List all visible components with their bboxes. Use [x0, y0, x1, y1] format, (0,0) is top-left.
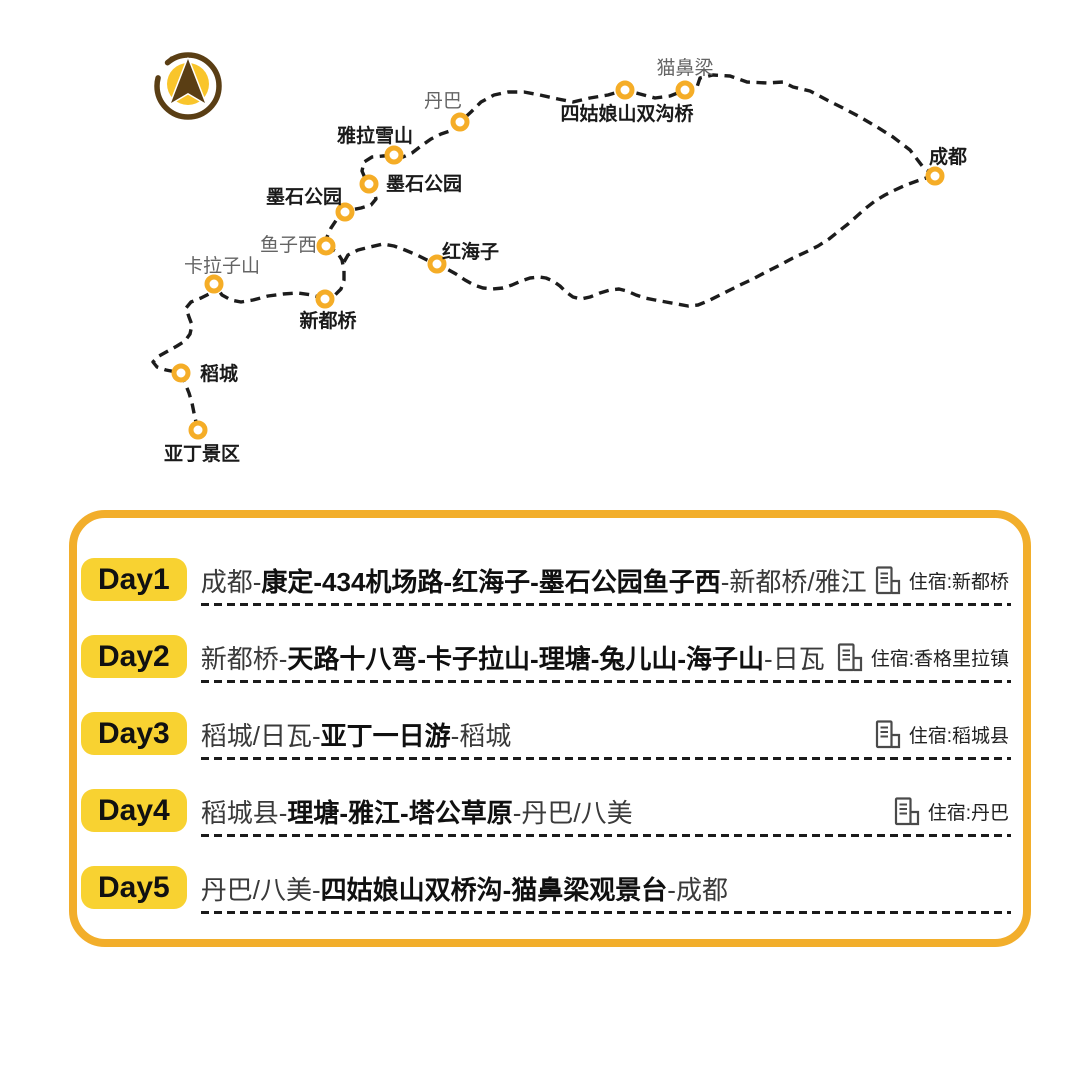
map-label: 墨石公园 — [266, 186, 342, 208]
route-segment: 亚丁一日游 — [320, 721, 451, 751]
day-content: 稻城/日瓦-亚丁一日游-稻城 住宿:稻城县 — [200, 712, 1011, 760]
day-content: 稻城县-理塘-雅江-塔公草原-丹巴/八美 住宿:丹巴 — [200, 789, 1011, 837]
route-dashed-path — [151, 282, 326, 431]
map-label: 红海子 — [442, 240, 499, 263]
waypoint-marker — [188, 420, 208, 440]
lodging: 住宿:稻城县 — [875, 720, 1011, 749]
map-label: 亚丁景区 — [164, 443, 240, 465]
building-icon — [837, 643, 862, 672]
logo-ring — [154, 52, 222, 120]
day-content: 新都桥-天路十八弯-卡子拉山-理塘-兔儿山-海子山-日瓦 住宿:香格里拉镇 — [200, 635, 1011, 683]
logo-ring-dot — [169, 56, 175, 62]
route-segment: 稻城/日瓦- — [200, 721, 321, 751]
itinerary-row: Day1 成都-康定-434机场路-红海子-墨石公园鱼子西-新都桥/雅江 住宿:新都… — [81, 558, 1011, 635]
lodging-text: 住宿:丹巴 — [927, 803, 1009, 824]
dashed-separator — [200, 757, 1011, 760]
route-segment: 理塘-雅江-塔公草原 — [287, 798, 513, 828]
waypoint-marker — [427, 254, 447, 274]
waypoint-marker — [615, 80, 635, 100]
map-label: 四姑娘山双沟桥 — [560, 102, 694, 125]
map-label: 卡拉子山 — [184, 255, 260, 277]
map-label: 新都桥 — [299, 309, 357, 332]
day-route-text: 丹巴/八美-四姑娘山双桥沟-猫鼻梁观景台-成都 — [201, 870, 728, 907]
route-dashed-path — [324, 73, 937, 247]
building-icon — [875, 720, 900, 749]
waypoint-marker — [359, 174, 379, 194]
lodging: 住宿:香格里拉镇 — [837, 643, 1011, 672]
map-label: 成都 — [929, 145, 967, 168]
route-segment: 四姑娘山双桥沟-猫鼻梁观景台 — [320, 875, 668, 905]
route-map: 成都猫鼻梁四姑娘山双沟桥丹巴雅拉雪山墨石公园墨石公园鱼子西红海子卡拉子山新都桥稻… — [151, 52, 967, 465]
map-label: 鱼子西 — [260, 234, 317, 256]
itinerary-row: Day4 稻城县-理塘-雅江-塔公草原-丹巴/八美 住宿:丹巴 — [81, 789, 1011, 866]
itinerary-card: Day1 成都-康定-434机场路-红海子-墨石公园鱼子西-新都桥/雅江 住宿:新都… — [69, 510, 1031, 947]
route-segment: 丹巴/八美- — [200, 875, 321, 905]
dashed-separator — [200, 680, 1011, 683]
day-content: 成都-康定-434机场路-红海子-墨石公园鱼子西-新都桥/雅江 住宿:新都桥 — [200, 558, 1011, 606]
map-label: 墨石公园 — [386, 173, 462, 195]
dashed-separator — [200, 603, 1011, 606]
route-segment: 康定-434机场路-红海子-墨石公园鱼子西 — [261, 567, 721, 597]
day-content: 丹巴/八美-四姑娘山双桥沟-猫鼻梁观景台-成都 — [200, 866, 1011, 914]
day-badge: Day1 — [81, 558, 187, 601]
route-segment: 新都桥- — [200, 644, 288, 674]
itinerary-rows: Day1 成都-康定-434机场路-红海子-墨石公园鱼子西-新都桥/雅江 住宿:新都… — [77, 518, 1023, 943]
itinerary-row: Day3 稻城/日瓦-亚丁一日游-稻城 住宿:稻城县 — [81, 712, 1011, 789]
waypoint-marker — [384, 145, 404, 165]
route-dashed-path — [342, 174, 936, 308]
day-line: 成都-康定-434机场路-红海子-墨石公园鱼子西-新都桥/雅江 住宿:新都桥 — [201, 558, 1011, 603]
waypoint-marker — [315, 289, 335, 309]
route-dashed-path — [324, 244, 346, 301]
day-route-text: 稻城/日瓦-亚丁一日游-稻城 — [201, 716, 512, 753]
route-segment: 稻城县- — [200, 798, 288, 828]
lodging-text: 住宿:香格里拉镇 — [870, 649, 1009, 670]
map-label: 丹巴 — [424, 91, 462, 112]
day-badge: Day4 — [81, 789, 187, 832]
lodging-text: 住宿:新都桥 — [908, 572, 1009, 593]
map-label: 雅拉雪山 — [337, 124, 413, 147]
building-icon — [875, 566, 900, 595]
day-line: 稻城/日瓦-亚丁一日游-稻城 住宿:稻城县 — [201, 712, 1011, 757]
route-segment: -丹巴/八美 — [512, 798, 633, 828]
route-segment: -新都桥/雅江 — [720, 567, 867, 597]
itinerary-row: Day2 新都桥-天路十八弯-卡子拉山-理塘-兔儿山-海子山-日瓦 住宿:香格里拉镇 — [81, 635, 1011, 712]
lodging: 住宿:新都桥 — [875, 566, 1011, 595]
day-badge: Day2 — [81, 635, 187, 678]
map-label: 猫鼻梁 — [656, 57, 713, 79]
map-label: 稻城 — [200, 362, 238, 385]
day-route-text: 成都-康定-434机场路-红海子-墨石公园鱼子西-新都桥/雅江 — [201, 562, 867, 599]
waypoint-marker — [316, 236, 336, 256]
route-segment: -日瓦 — [764, 644, 825, 674]
waypoint-marker — [925, 166, 945, 186]
waypoint-marker — [675, 80, 695, 100]
waypoint-marker — [204, 274, 224, 294]
route-segment: -稻城 — [450, 721, 512, 751]
route-segment: -成都 — [667, 875, 728, 905]
day-route-text: 新都桥-天路十八弯-卡子拉山-理塘-兔儿山-海子山-日瓦 — [201, 639, 825, 676]
day-route-text: 稻城县-理塘-雅江-塔公草原-丹巴/八美 — [201, 793, 633, 830]
route-segment: 成都- — [200, 567, 262, 597]
day-line: 新都桥-天路十八弯-卡子拉山-理塘-兔儿山-海子山-日瓦 住宿:香格里拉镇 — [201, 635, 1011, 680]
route-segment: 天路十八弯-卡子拉山-理塘-兔儿山-海子山 — [287, 644, 765, 674]
day-line: 稻城县-理塘-雅江-塔公草原-丹巴/八美 住宿:丹巴 — [201, 789, 1011, 834]
day-badge: Day3 — [81, 712, 187, 755]
itinerary-row: Day5 丹巴/八美-四姑娘山双桥沟-猫鼻梁观景台-成都 — [81, 866, 1011, 943]
lodging-text: 住宿:稻城县 — [908, 726, 1009, 747]
navigation-arrow-icon-fill — [171, 59, 205, 103]
lodging: 住宿:丹巴 — [894, 797, 1011, 826]
dashed-separator — [200, 834, 1011, 837]
dashed-separator — [200, 911, 1011, 914]
day-line: 丹巴/八美-四姑娘山双桥沟-猫鼻梁观景台-成都 — [201, 866, 1011, 911]
waypoint-marker — [335, 202, 355, 222]
navigation-logo — [154, 52, 222, 120]
waypoint-marker — [450, 112, 470, 132]
building-icon — [894, 797, 919, 826]
day-badge: Day5 — [81, 866, 187, 909]
waypoint-marker — [171, 363, 191, 383]
